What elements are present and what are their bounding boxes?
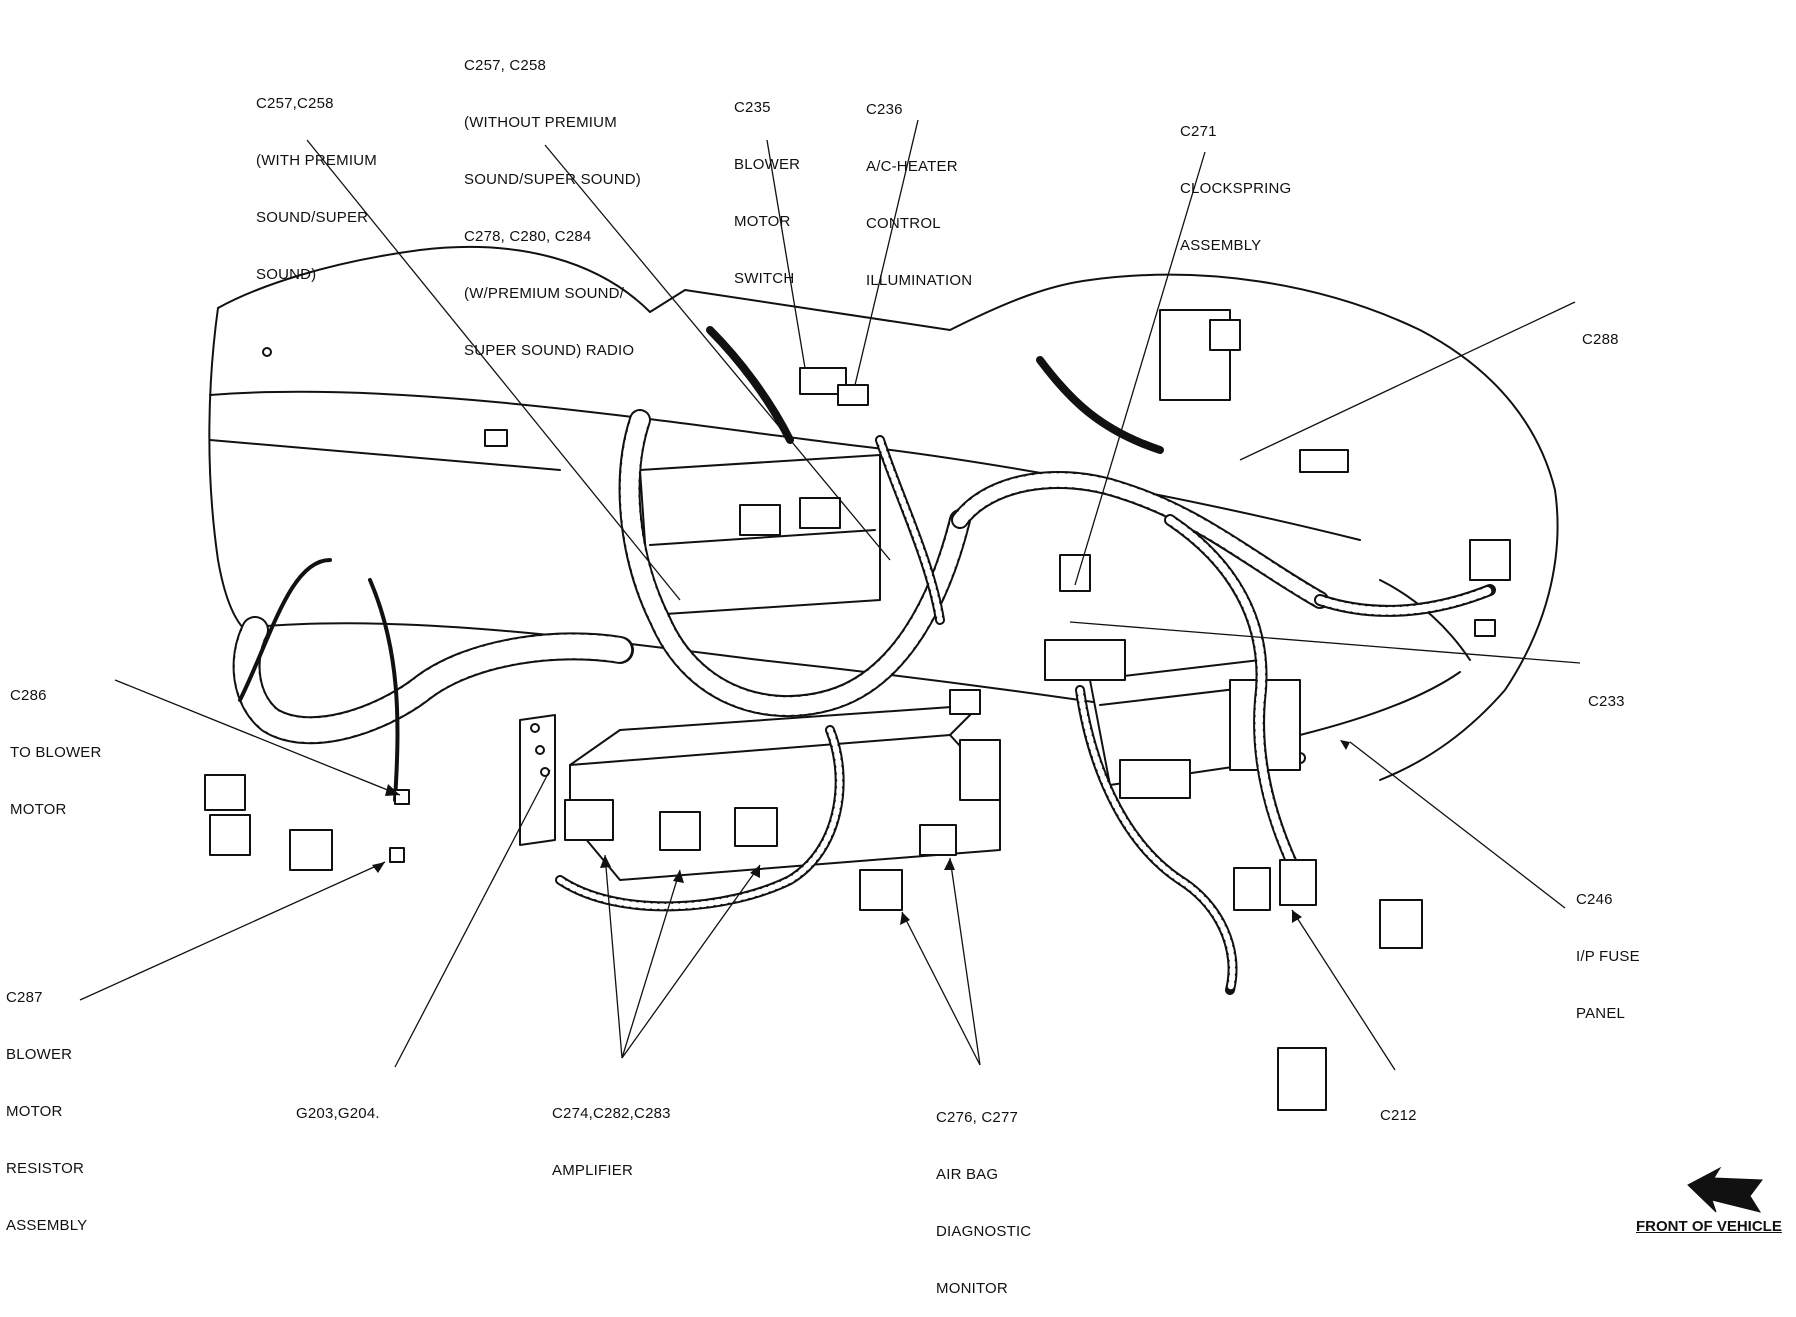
callout-c271: C271 CLOCKSPRING ASSEMBLY xyxy=(1180,84,1291,274)
callout-c233: C233 xyxy=(1588,654,1625,730)
callout-line: CONTROL xyxy=(866,215,941,232)
callout-line: C274,C282,C283 xyxy=(552,1105,671,1122)
callout-line: RESISTOR xyxy=(6,1160,85,1177)
callout-line: MOTOR xyxy=(10,801,67,818)
instrument-panel-outline xyxy=(208,245,1559,781)
callout-line: TO BLOWER xyxy=(10,744,102,761)
callout-line: SOUND/SUPER xyxy=(256,209,369,226)
callout-c246: C246 I/P FUSE PANEL xyxy=(1576,852,1640,1042)
callout-c257-with-premium: C257,C258 (WITH PREMIUM SOUND/SUPER SOUN… xyxy=(256,56,377,303)
callout-line: (WITHOUT PREMIUM xyxy=(464,114,617,131)
callout-line: C236 xyxy=(866,101,903,118)
callout-c286: C286 TO BLOWER MOTOR xyxy=(10,648,102,838)
callout-line: C257,C258 xyxy=(256,95,334,112)
callout-line: DIAGNOSTIC xyxy=(936,1223,1032,1240)
callout-line: C235 xyxy=(734,99,771,116)
callout-line: C288 xyxy=(1582,331,1619,348)
callout-line: A/C-HEATER xyxy=(866,158,958,175)
callout-c287: C287 BLOWER MOTOR RESISTOR ASSEMBLY xyxy=(6,950,87,1254)
callout-c257-without-premium: C257, C258 (WITHOUT PREMIUM SOUND/SUPER … xyxy=(464,18,641,379)
callout-line: SWITCH xyxy=(734,270,795,287)
callout-line: C287 xyxy=(6,989,43,1006)
wiring-diagram: C257,C258 (WITH PREMIUM SOUND/SUPER SOUN… xyxy=(6,18,1782,1297)
callout-line: ILLUMINATION xyxy=(866,272,973,289)
callout-c212: C212 xyxy=(1380,1068,1417,1144)
center-stack xyxy=(519,454,1001,881)
callout-line: C278, C280, C284 xyxy=(464,228,592,245)
callout-line: PANEL xyxy=(1576,1005,1626,1022)
callout-line: BLOWER xyxy=(6,1046,73,1063)
callout-line: MOTOR xyxy=(734,213,791,230)
callout-g203: G203,G204. xyxy=(296,1066,380,1142)
callout-line: (WITH PREMIUM xyxy=(256,152,377,169)
callout-line: SOUND) xyxy=(256,266,317,283)
callout-c235: C235 BLOWER MOTOR SWITCH xyxy=(734,60,800,307)
callout-line: I/P FUSE xyxy=(1576,948,1640,965)
callout-c276: C276, C277 AIR BAG DIAGNOSTIC MONITOR xyxy=(936,1070,1031,1317)
callout-c288: C288 xyxy=(1582,292,1619,368)
callout-line: C233 xyxy=(1588,693,1625,710)
callout-line: BLOWER xyxy=(734,156,801,173)
callout-line: CLOCKSPRING xyxy=(1180,180,1292,197)
callout-line: SUPER SOUND) RADIO xyxy=(464,342,635,359)
callout-line: MOTOR xyxy=(6,1103,63,1120)
arrow-left-icon xyxy=(1687,1166,1763,1213)
callout-line: C286 xyxy=(10,687,47,704)
callout-line: ASSEMBLY xyxy=(1180,237,1262,254)
callout-line: AIR BAG xyxy=(936,1166,999,1183)
callout-line: MONITOR xyxy=(936,1280,1008,1297)
callout-line: C257, C258 xyxy=(464,57,547,74)
callout-line: SOUND/SUPER SOUND) xyxy=(464,171,641,188)
diagram-canvas xyxy=(79,119,1763,1213)
wiring-harness xyxy=(232,326,1496,995)
callout-line: C276, C277 xyxy=(936,1109,1019,1126)
front-of-vehicle-label: FRONT OF VEHICLE xyxy=(1636,1218,1782,1235)
connectors xyxy=(204,309,1511,1111)
leader-arrowheads xyxy=(372,740,1350,925)
callout-line: (W/PREMIUM SOUND/ xyxy=(464,285,625,302)
callout-line: G203,G204. xyxy=(296,1105,380,1122)
callout-line: AMPLIFIER xyxy=(552,1162,633,1179)
leader-lines xyxy=(79,119,1581,1071)
callout-line: C271 xyxy=(1180,123,1217,140)
callout-c236: C236 A/C-HEATER CONTROL ILLUMINATION xyxy=(866,62,972,309)
callout-c274: C274,C282,C283 AMPLIFIER xyxy=(552,1066,671,1199)
callout-line: C212 xyxy=(1380,1107,1417,1124)
callout-line: C246 xyxy=(1576,891,1613,908)
callout-line: ASSEMBLY xyxy=(6,1217,88,1234)
